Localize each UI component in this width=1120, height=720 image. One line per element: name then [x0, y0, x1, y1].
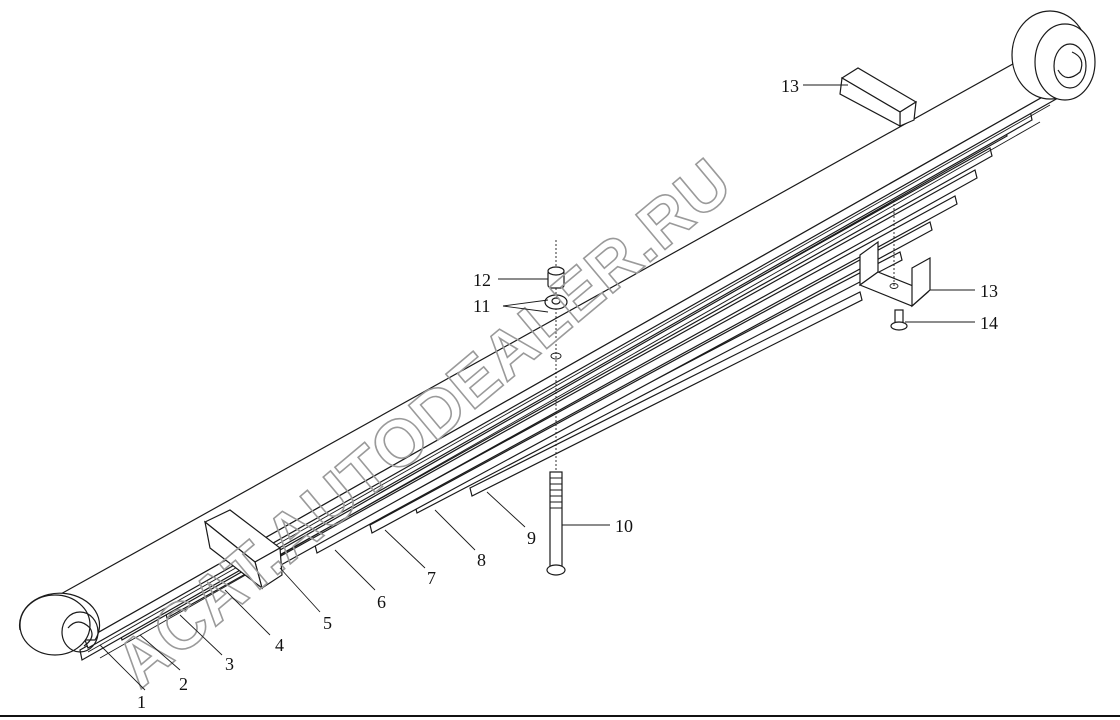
callout-13-upper: 13 [781, 76, 799, 96]
callout-2: 2 [179, 674, 188, 694]
callout-12: 12 [473, 270, 491, 290]
callout-7: 7 [427, 568, 436, 588]
callout-8: 8 [477, 550, 486, 570]
rebound-clip-upper [839, 67, 918, 127]
leaf-stack [49, 59, 1059, 661]
callout-6: 6 [377, 592, 386, 612]
callout-9: 9 [527, 528, 536, 548]
center-hole [550, 352, 562, 360]
callout-10: 10 [615, 516, 633, 536]
center-washer [544, 294, 568, 310]
callout-5: 5 [323, 613, 332, 633]
leaf-9 [469, 291, 863, 497]
leaf-clamp-band [203, 509, 283, 590]
callout-11: 11 [473, 296, 490, 316]
watermark-text: ACAT.AUTODEALER.RU [101, 144, 745, 701]
callouts: 1 2 3 4 5 6 7 8 9 10 11 12 13 13 14 [137, 76, 998, 712]
leaf-7 [369, 221, 933, 534]
callout-13-lower: 13 [980, 281, 998, 301]
left-spring-eye [18, 592, 101, 656]
leaf-8 [414, 251, 903, 514]
callout-14: 14 [980, 313, 998, 333]
leader-lines [99, 84, 975, 691]
right-spring-eye [1011, 10, 1096, 101]
leaf-6 [314, 195, 958, 554]
callout-3: 3 [225, 654, 234, 674]
clip-rivet [890, 309, 908, 331]
center-bolt [546, 240, 566, 576]
callout-4: 4 [275, 635, 284, 655]
callout-1: 1 [137, 692, 146, 712]
